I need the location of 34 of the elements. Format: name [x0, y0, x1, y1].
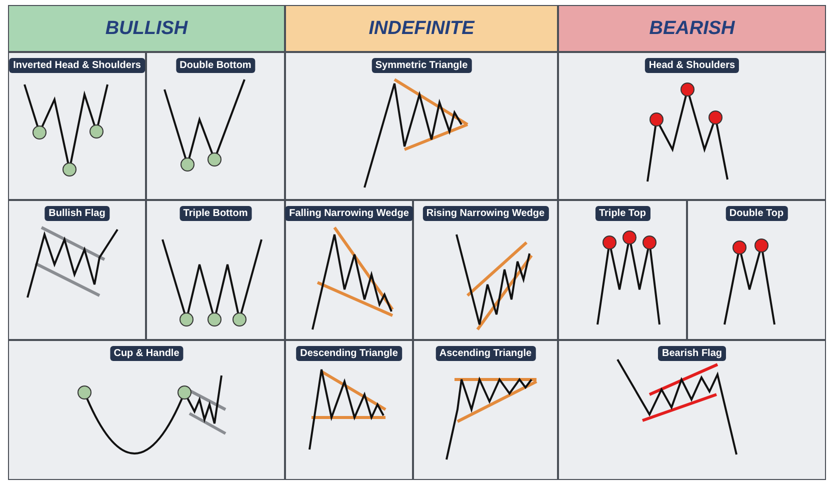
pattern-cell — [285, 340, 413, 480]
pattern-title: Double Bottom — [176, 58, 256, 73]
pattern-cell — [413, 340, 558, 480]
column-header — [8, 5, 285, 52]
pattern-cell — [146, 52, 285, 200]
pattern-title: Rising Narrowing Wedge — [422, 206, 549, 221]
pattern-cell — [8, 52, 146, 200]
pattern-title: Cup & Handle — [110, 346, 184, 361]
pattern-cell — [558, 340, 826, 480]
pattern-title: Bearish Flag — [658, 346, 726, 361]
column-header — [558, 5, 826, 52]
column-heading: BULLISH — [105, 18, 188, 40]
pattern-cell — [285, 52, 558, 200]
column-header — [285, 5, 558, 52]
pattern-cell — [285, 200, 413, 340]
pattern-cell — [687, 200, 826, 340]
pattern-title: Triple Top — [594, 206, 650, 221]
pattern-title: Falling Narrowing Wedge — [285, 206, 413, 221]
pattern-cell — [146, 200, 285, 340]
pattern-title: Bullish Flag — [44, 206, 110, 221]
pattern-title: Ascending Triangle — [435, 346, 536, 361]
pattern-cell — [558, 52, 826, 200]
pattern-cell — [8, 200, 146, 340]
pattern-title: Symmetric Triangle — [371, 58, 472, 73]
pattern-cell — [558, 200, 687, 340]
pattern-title: Double Top — [725, 206, 788, 221]
pattern-cell — [413, 200, 558, 340]
pattern-title: Head & Shoulders — [644, 58, 740, 73]
pattern-title: Inverted Head & Shoulders — [9, 58, 145, 73]
pattern-title: Triple Bottom — [179, 206, 252, 221]
column-heading: BEARISH — [649, 18, 735, 40]
pattern-cell — [8, 340, 285, 480]
column-heading: INDEFINITE — [368, 18, 474, 40]
pattern-title: Descending Triangle — [296, 346, 402, 361]
